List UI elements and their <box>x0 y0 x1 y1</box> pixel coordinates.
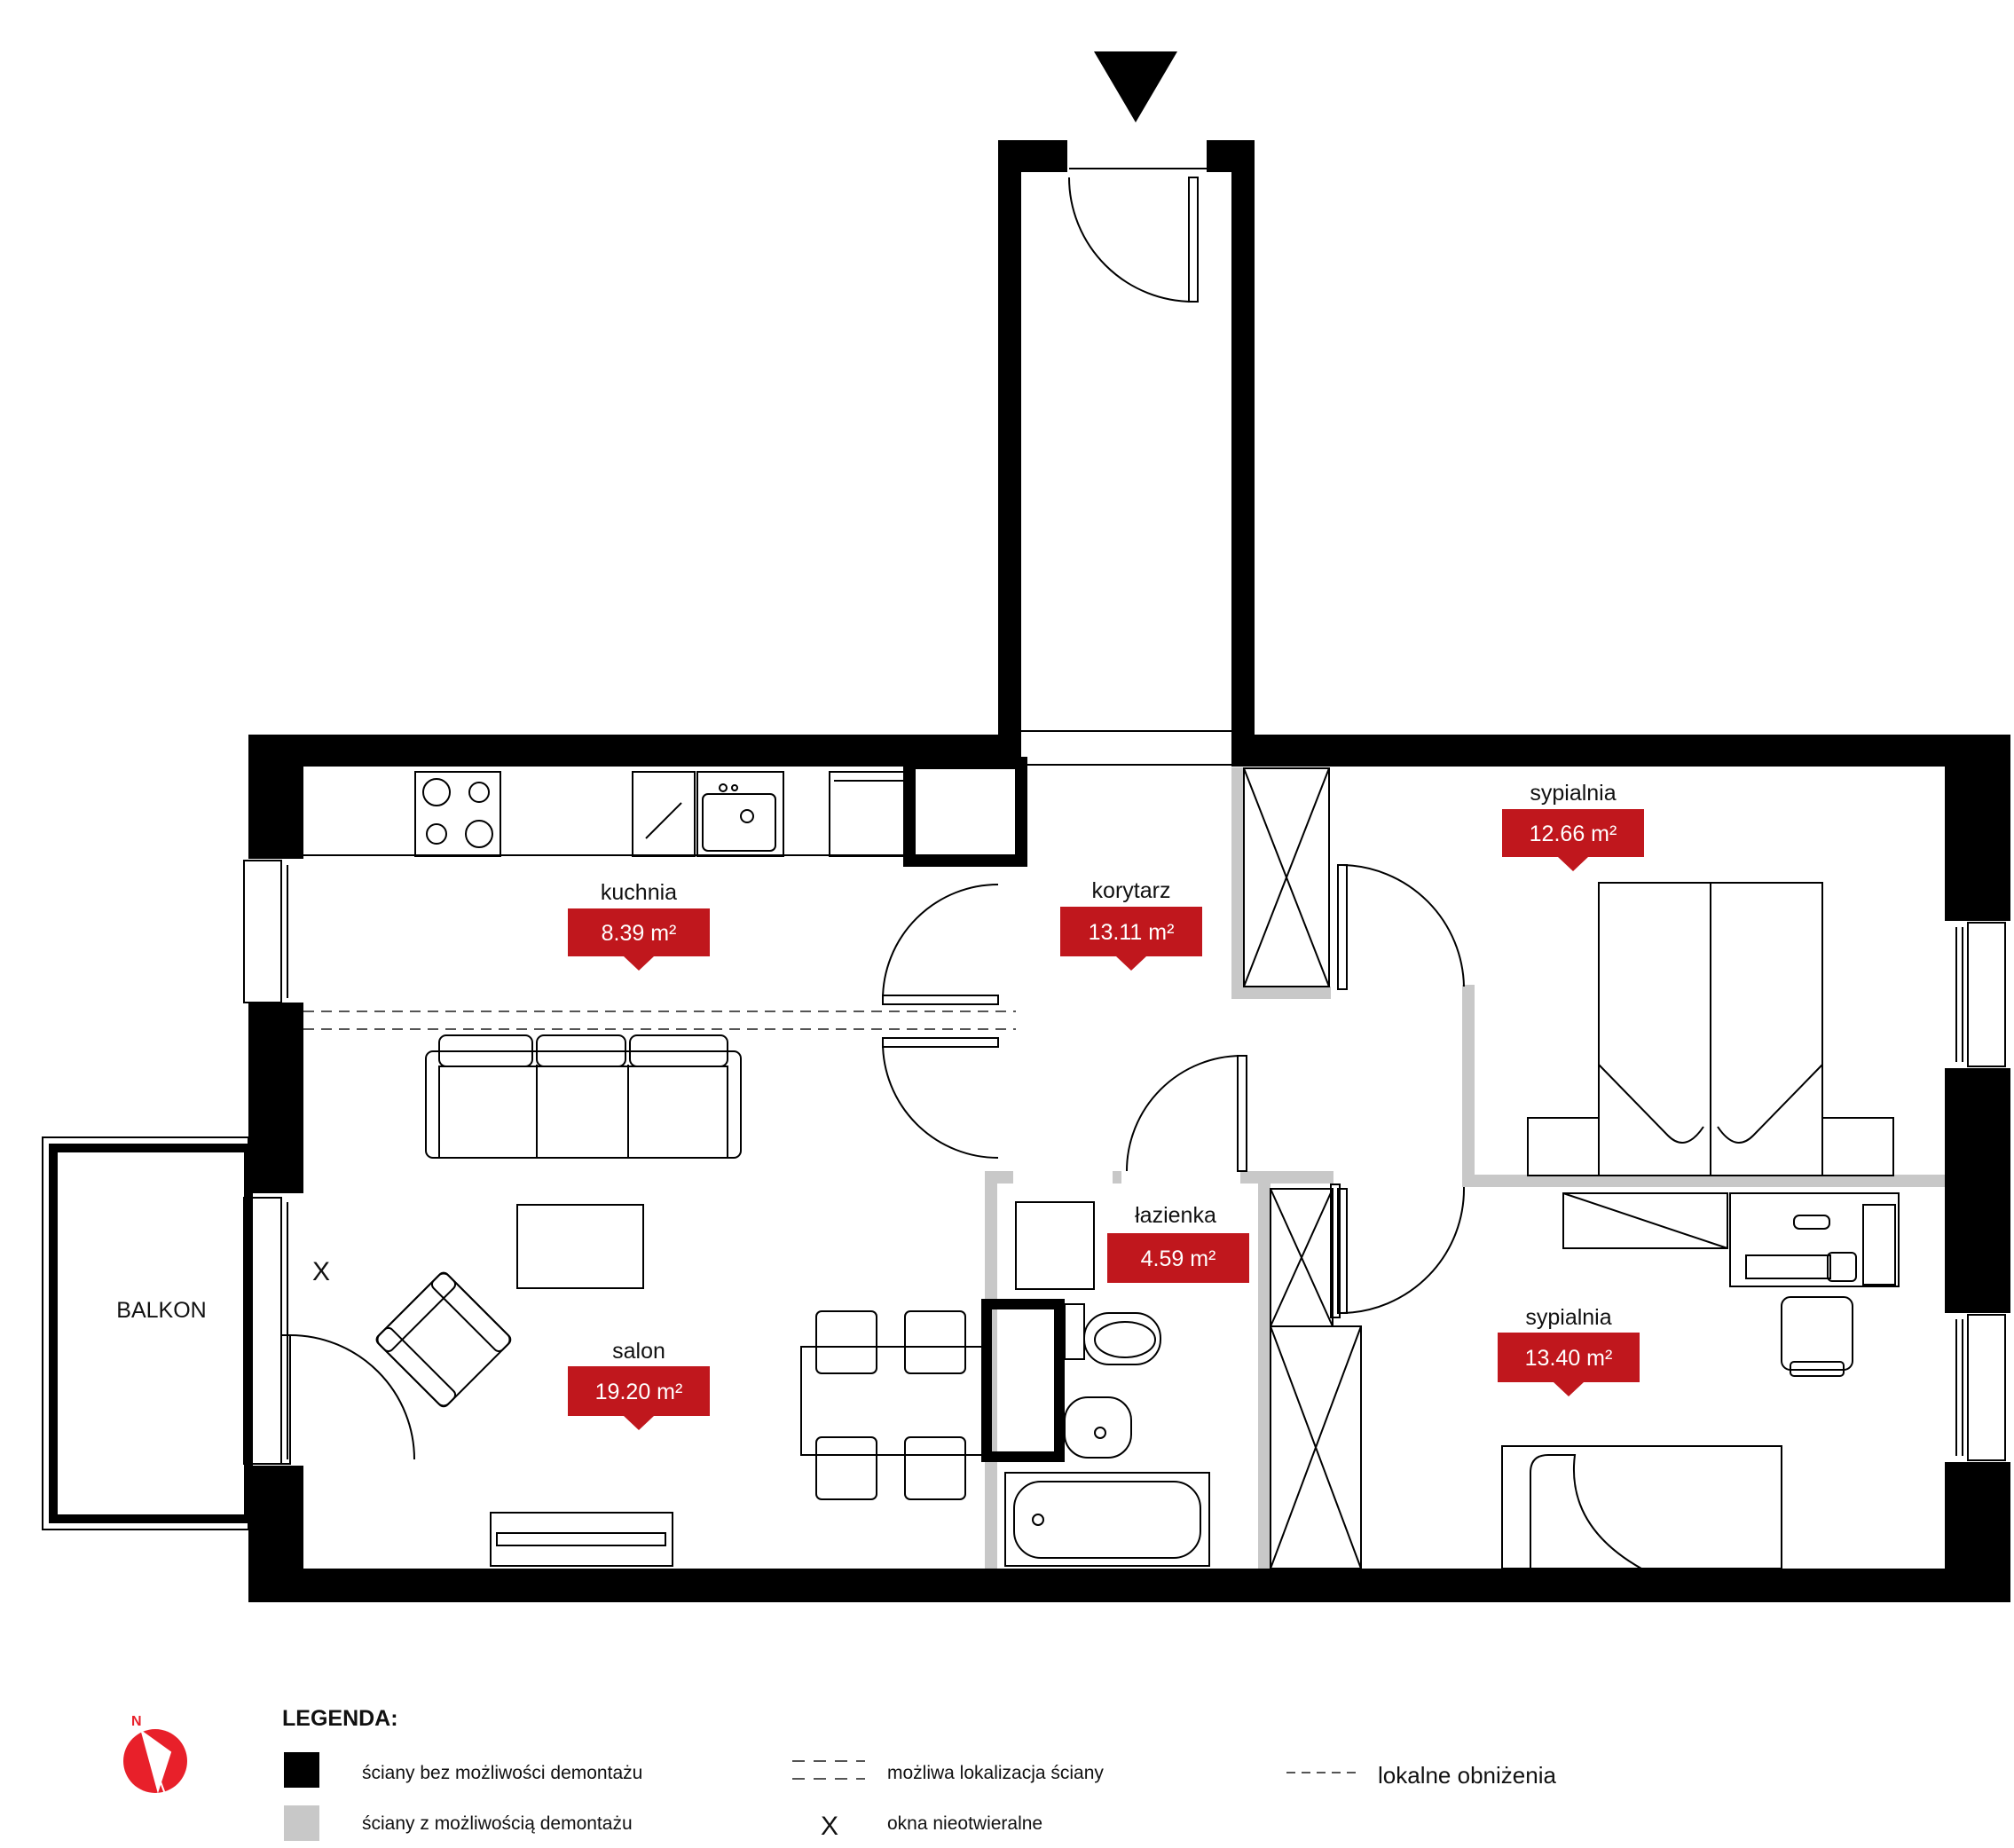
bedroom2-furniture <box>1501 1192 1900 1569</box>
fixed-walls <box>248 140 2010 1602</box>
area-value-sypialnia-1: 12.66 m² <box>1530 822 1617 846</box>
legend-x-symbol: X <box>821 1812 838 1841</box>
possible-wall-line <box>303 1011 1016 1030</box>
doors <box>280 168 1466 1465</box>
area-tag-kuchnia <box>568 908 710 971</box>
room-name-lazienka: łazienka <box>1135 1203 1216 1228</box>
room-name-korytarz: korytarz <box>1092 878 1171 903</box>
compass-north-letter: N <box>131 1714 142 1729</box>
room-name-sypialnia-1: sypialnia <box>1530 781 1616 806</box>
area-value-sypialnia-2: 13.40 m² <box>1525 1346 1613 1371</box>
salon-furniture <box>375 1034 990 1567</box>
legend-fixed-walls: ściany bez możliwości demontażu <box>362 1763 642 1783</box>
fixed-window-mark: X <box>312 1257 330 1286</box>
bathroom-fixtures <box>1004 1201 1210 1567</box>
legend-local-lowering: lokalne obniżenia <box>1378 1762 1556 1789</box>
legend: LEGENDA: ściany bez możliwości demontażu… <box>282 1706 1556 1841</box>
legend-swatch-fixed <box>284 1752 319 1788</box>
wardrobes <box>1243 767 1362 1569</box>
room-name-sypialnia-2: sypialnia <box>1525 1305 1611 1330</box>
bedroom1-furniture <box>1527 882 1894 1176</box>
area-tag-sypialnia-1 <box>1502 809 1644 871</box>
room-name-salon: salon <box>612 1339 665 1364</box>
area-tag-lazienka <box>1107 1233 1249 1283</box>
legend-swatch-removable <box>284 1805 319 1841</box>
area-tag-salon <box>568 1366 710 1430</box>
room-labels: kuchnia 8.39 m² korytarz 13.11 m² sypial… <box>116 781 1644 1430</box>
legend-fixed-windows: okna nieotwieralne <box>887 1813 1042 1834</box>
area-value-lazienka: 4.59 m² <box>1141 1246 1216 1271</box>
entrance-arrow-icon <box>1094 51 1177 122</box>
legend-dashed-double-icon <box>792 1760 865 1780</box>
thin-lines <box>42 730 2006 1530</box>
area-value-salon: 19.20 m² <box>595 1380 683 1404</box>
balcony-label: BALKON <box>116 1298 206 1323</box>
removable-walls <box>985 767 1945 1569</box>
compass-icon: N <box>123 1714 187 1795</box>
area-tag-korytarz <box>1060 907 1202 971</box>
area-value-korytarz: 13.11 m² <box>1089 920 1175 945</box>
legend-removable-walls: ściany z możliwością demontażu <box>362 1813 633 1834</box>
legend-possible-wall: możliwa lokalizacja ściany <box>887 1763 1104 1783</box>
legend-title: LEGENDA: <box>282 1706 398 1731</box>
room-name-kuchnia: kuchnia <box>601 880 677 905</box>
kitchen-furniture <box>414 771 909 857</box>
area-value-kuchnia: 8.39 m² <box>602 921 677 946</box>
area-tag-sypialnia-2 <box>1498 1333 1640 1396</box>
